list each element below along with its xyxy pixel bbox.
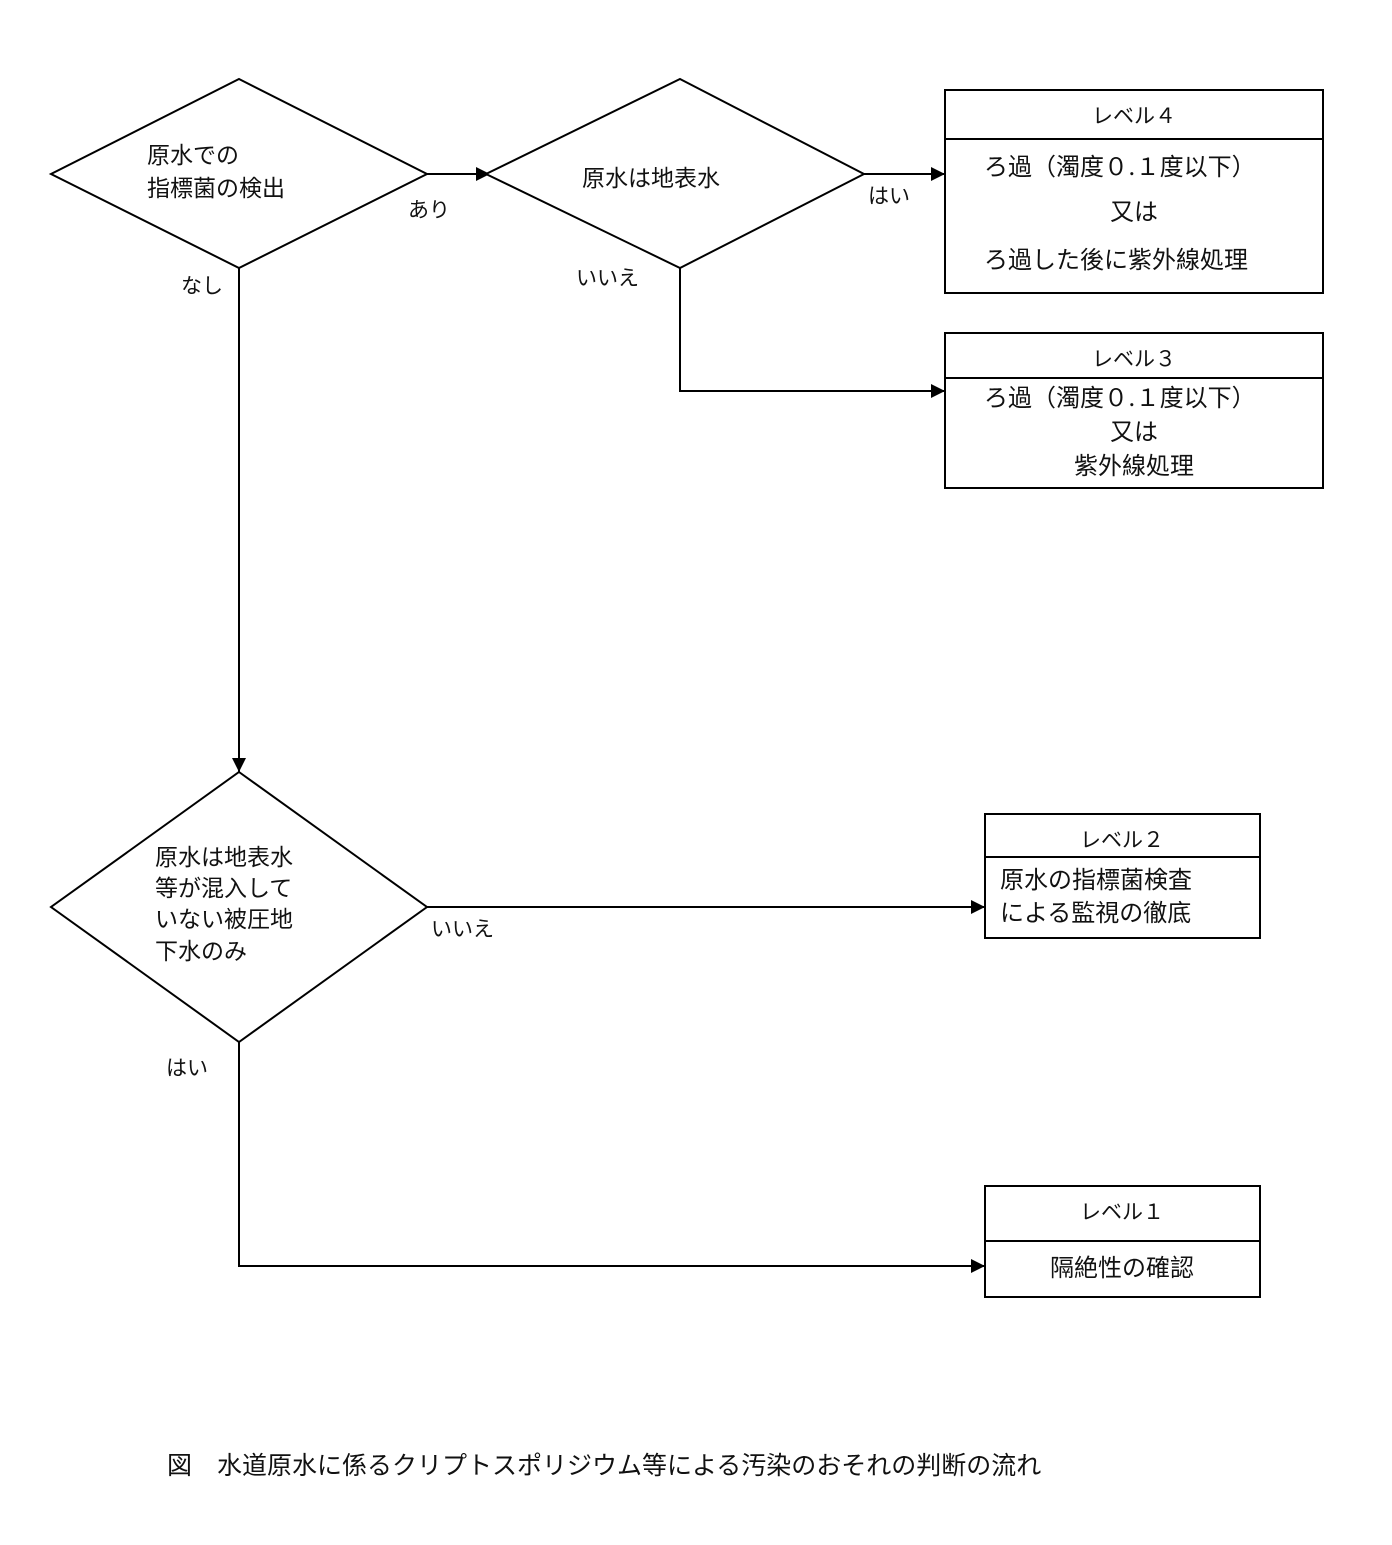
edge-label-nashi: なし <box>181 274 223 298</box>
edge-labels: あり なし はい いいえ いいえ はい <box>166 184 910 1080</box>
decision-confined-diamond <box>49 770 429 1044</box>
edge-label-hai-top: はい <box>868 184 910 208</box>
level3-line-2: 又は <box>1110 418 1158 446</box>
level1-box: レベル１ 隔絶性の確認 <box>984 1185 1261 1298</box>
level3-title: レベル３ <box>1092 347 1176 371</box>
decision-confined: 原水は地表水 等が混入して いない被圧地 下水のみ <box>49 770 429 1044</box>
edge-confined-to-level1 <box>238 1042 985 1273</box>
level2-line-1: 原水の指標菌検査 <box>1000 866 1192 894</box>
decision-surface-line-1: 原水は地表水 <box>582 166 720 192</box>
level4-frame <box>944 89 1324 294</box>
level3-line-1: ろ過（濁度０.１度以下） <box>984 384 1256 412</box>
level4-line-2: 又は <box>1110 198 1158 226</box>
edge-surface-to-level3 <box>679 268 945 398</box>
level2-line-2: による監視の徹底 <box>1000 899 1191 927</box>
decision-confined-line-3: いない被圧地 <box>155 907 293 933</box>
decision-detect-line-1: 原水での <box>147 143 239 169</box>
level1-line-1: 隔絶性の確認 <box>1050 1254 1194 1282</box>
edge-label-hai-bottom: はい <box>166 1056 208 1080</box>
edge-label-ari: あり <box>408 198 450 222</box>
decision-confined-line-4: 下水のみ <box>155 939 247 965</box>
decision-detect-line-2: 指標菌の検出 <box>147 176 285 202</box>
level2-frame <box>984 813 1261 939</box>
level3-frame <box>944 332 1324 489</box>
edge-label-iie-bottom: いいえ <box>431 917 494 941</box>
decision-confined-line-1: 原水は地表水 <box>155 845 293 871</box>
edge-label-iie-top: いいえ <box>576 266 639 290</box>
level4-line-1: ろ過（濁度０.１度以下） <box>984 153 1256 181</box>
level4-box: レベル４ ろ過（濁度０.１度以下） 又は ろ過した後に紫外線処理 <box>944 89 1324 294</box>
level2-box: レベル２ 原水の指標菌検査 による監視の徹底 <box>984 813 1261 939</box>
decision-detect: 原水での 指標菌の検出 <box>48 77 430 270</box>
level2-title: レベル２ <box>1080 828 1164 852</box>
level4-line-3: ろ過した後に紫外線処理 <box>984 246 1248 274</box>
level3-line-3: 紫外線処理 <box>1074 452 1194 480</box>
level1-title: レベル１ <box>1080 1200 1164 1224</box>
decision-surface-diamond <box>483 77 867 270</box>
connectors <box>232 167 985 1273</box>
figure-caption: 図 水道原水に係るクリプトスポリジウム等による汚染のおそれの判断の流れ <box>167 1451 1041 1480</box>
decision-surface: 原水は地表水 <box>483 77 867 270</box>
level4-title: レベル４ <box>1092 104 1176 128</box>
decision-confined-line-2: 等が混入して <box>155 876 292 902</box>
decision-detect-diamond <box>48 77 430 270</box>
level3-box: レベル３ ろ過（濁度０.１度以下） 又は 紫外線処理 <box>944 332 1324 489</box>
